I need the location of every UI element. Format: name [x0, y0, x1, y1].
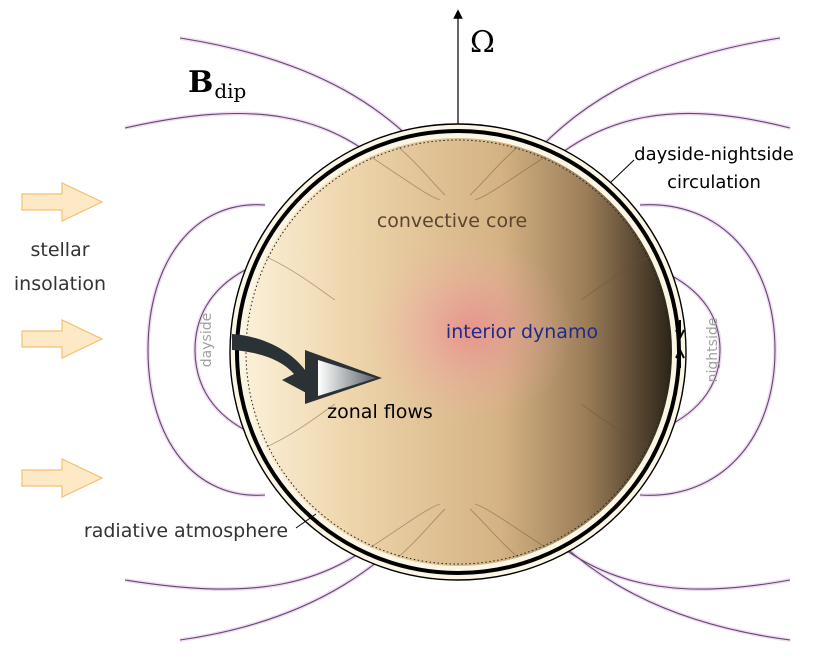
circulation-label-line2: circulation — [667, 172, 761, 193]
bfield-sub: dip — [214, 79, 246, 103]
insolation-arrows — [21, 182, 104, 498]
insolation-arrow-1 — [21, 182, 104, 222]
dayside-label: dayside — [199, 313, 215, 367]
circulation-label-line1: dayside-nightside — [634, 144, 794, 165]
planet — [229, 123, 687, 581]
zonal-flows-label: zonal flows — [327, 401, 433, 423]
bfield-main: B — [188, 65, 213, 100]
core-boundary-dotted — [245, 139, 671, 565]
radiative-atmosphere-label: radiative atmosphere — [84, 520, 288, 542]
zonal-flow-arrow — [232, 334, 382, 404]
ring-flow-arrow-up — [675, 347, 685, 368]
insolation-arrow-3 — [21, 458, 104, 498]
dynamo-glow — [365, 235, 575, 425]
insolation-arrow-2 — [21, 319, 104, 359]
stellar-label-line2: insolation — [14, 273, 106, 295]
convective-core-label: convective core — [377, 210, 527, 232]
stellar-label-line1: stellar — [30, 239, 89, 261]
interior-dynamo-label: interior dynamo — [446, 321, 598, 343]
leader-lines — [295, 159, 635, 529]
ring-flow-arrow-down — [675, 320, 685, 341]
omega-label: Ω — [470, 25, 495, 60]
bfield-label: Bdip — [188, 65, 246, 103]
nightside-label: nightside — [705, 318, 721, 383]
